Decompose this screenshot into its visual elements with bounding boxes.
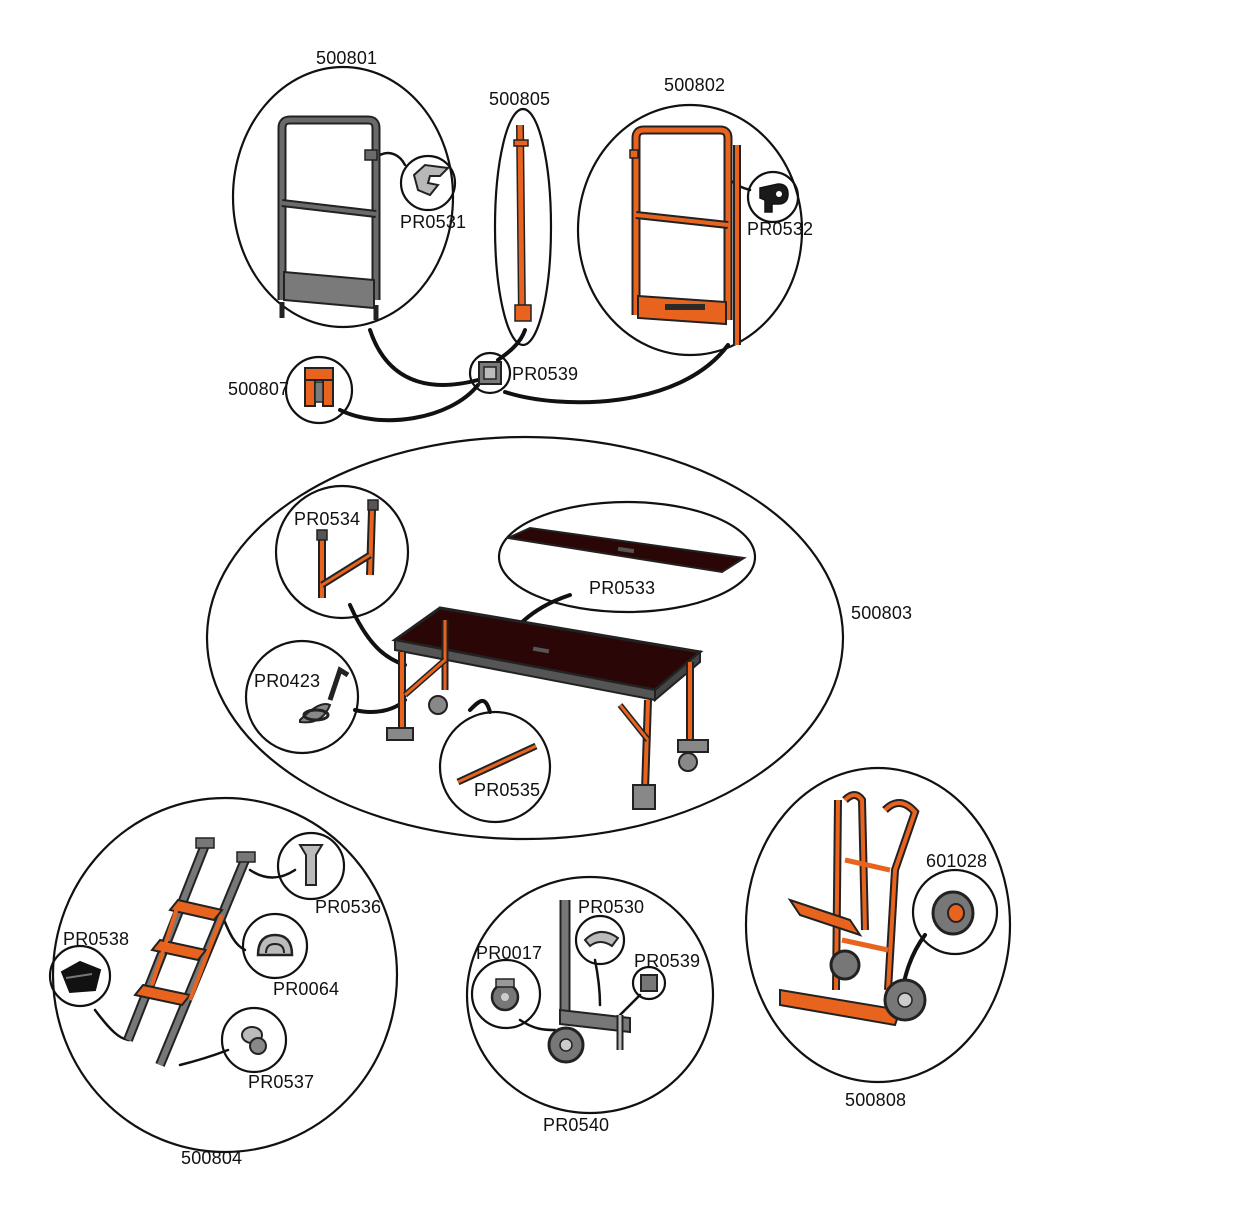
callout-500801 [231,65,455,329]
label-pr0423: PR0423 [254,671,321,691]
label-pr0064: PR0064 [273,979,340,999]
label-pr0532: PR0532 [747,219,814,239]
label-pr0535: PR0535 [474,780,541,800]
callout-pr0534 [274,484,410,620]
label-pr0539-bottom: PR0539 [634,951,701,971]
label-500807: 500807 [228,379,290,399]
callout-pr0531 [399,154,457,212]
label-pr0537: PR0537 [248,1072,315,1092]
hand-truck [779,791,927,1027]
label-pr0533: PR0533 [589,578,656,598]
callout-pr0539-bottom [631,965,667,1001]
label-pr0017: PR0017 [476,943,543,963]
callout-500807 [284,355,354,425]
label-pr0536: PR0536 [315,897,382,917]
scaffold-legs [398,620,694,791]
label-pr0531: PR0531 [400,212,467,232]
callout-500802 [576,103,804,357]
label-500804: 500804 [181,1148,243,1168]
label-pr0538: PR0538 [63,929,130,949]
callout-pr0532 [746,170,800,224]
callout-pr0538 [48,944,112,1008]
callout-500805 [493,107,553,347]
callout-601028 [911,868,999,956]
label-500801: 500801 [316,48,378,68]
callout-500808 [744,766,1012,1084]
callout-pr0533 [497,500,757,614]
callout-pr0423 [244,639,360,755]
gray-end-frame [277,115,381,320]
label-500805: 500805 [489,89,551,109]
label-pr0534: PR0534 [294,509,361,529]
label-500808: 500808 [845,1090,907,1110]
label-pr0530: PR0530 [578,897,645,917]
ladder [123,837,256,1067]
orange-end-frame [629,125,741,345]
callout-pr0537 [220,1006,288,1074]
callout-pr0535 [438,710,552,824]
caster-bracket [547,900,631,1064]
label-pr0539-top: PR0539 [512,364,579,384]
scaffold-casters [386,695,709,810]
callout-500804 [51,796,399,1154]
callout-pr0539-top [468,351,512,395]
callout-pr0064 [241,912,309,980]
label-pr0540: PR0540 [543,1115,610,1135]
label-500803: 500803 [851,603,913,623]
label-500802: 500802 [664,75,726,95]
callout-500803 [205,435,845,841]
scaffold-platform [386,606,709,810]
callout-pr0530 [574,914,626,966]
callout-pr0536 [276,831,346,901]
label-601028: 601028 [926,851,988,871]
callout-pr0540 [465,875,715,1115]
callout-pr0017 [470,958,542,1030]
